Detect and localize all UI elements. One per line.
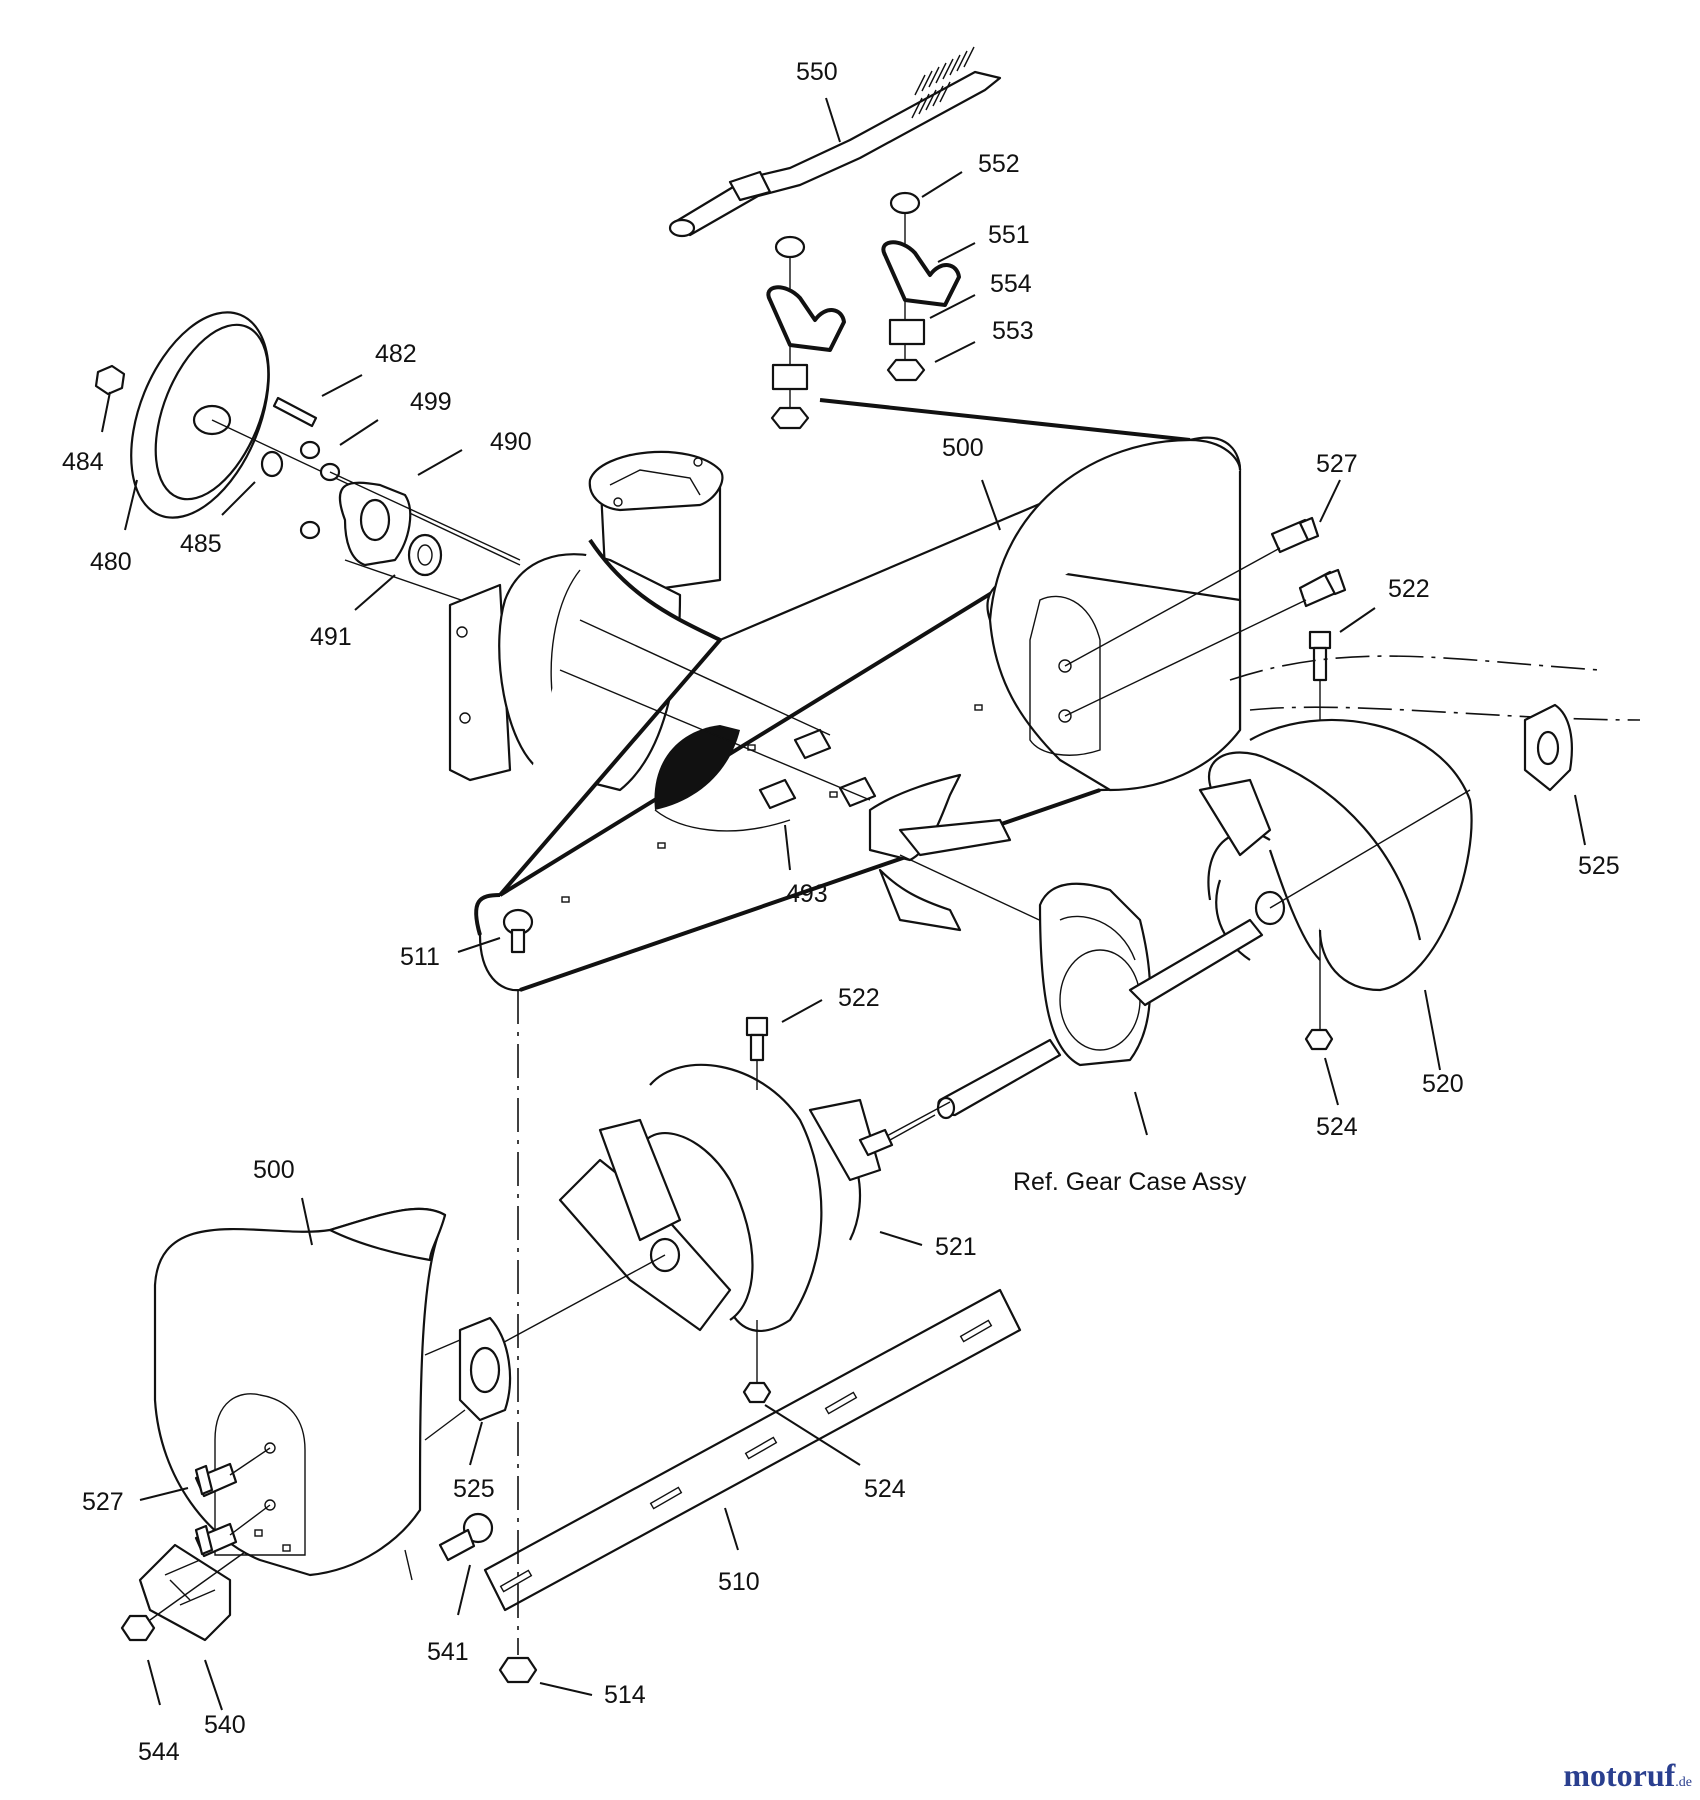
gear-case	[936, 882, 1264, 1120]
label-552: 552	[978, 150, 1020, 178]
label-510: 510	[718, 1568, 760, 1596]
label-525-left: 525	[453, 1475, 495, 1503]
bolt-522-mid	[745, 1016, 769, 1062]
impeller	[868, 773, 1012, 932]
leader-lines	[101, 97, 1586, 1711]
label-520: 520	[1422, 1070, 1464, 1098]
callout-labels: 550 552 551 554 553 482 499 490 484 480 …	[62, 58, 1620, 1766]
bolts-527-bottom	[194, 1462, 238, 1558]
label-511: 511	[400, 943, 440, 971]
label-524-bottom: 524	[864, 1475, 906, 1503]
skid-shoe-540	[138, 1543, 232, 1642]
label-554: 554	[990, 270, 1032, 298]
shaft-550	[668, 46, 1002, 238]
label-491: 491	[310, 623, 352, 651]
bolt-522-top	[1308, 630, 1332, 682]
label-ref-gear-case: Ref. Gear Case Assy	[1013, 1168, 1247, 1196]
label-522-top: 522	[1388, 575, 1430, 603]
pulley-480	[94, 311, 284, 519]
key-482	[272, 396, 318, 428]
carriage-bolt-541	[438, 1512, 494, 1562]
label-482: 482	[375, 340, 417, 368]
label-524-right: 524	[1316, 1113, 1358, 1141]
label-499: 499	[410, 388, 452, 416]
label-525-right: 525	[1578, 852, 1620, 880]
watermark-brand: motoruf	[1563, 1757, 1676, 1793]
watermark-logo: motoruf.de	[1563, 1757, 1692, 1794]
bearing-plate-525-left	[458, 1316, 512, 1422]
auger-housing	[448, 398, 1242, 992]
label-485: 485	[180, 530, 222, 558]
label-550: 550	[796, 58, 838, 86]
label-544: 544	[138, 1738, 180, 1766]
watermark-suffix: .de	[1675, 1775, 1692, 1790]
label-553: 553	[992, 317, 1034, 345]
label-540: 540	[204, 1711, 246, 1739]
auger-520	[1198, 718, 1473, 992]
label-514: 514	[604, 1681, 646, 1709]
bearing-plate-525-right	[1523, 703, 1573, 792]
label-521: 521	[935, 1233, 977, 1261]
bolts-493	[758, 728, 877, 810]
clip-assembly-left	[766, 235, 846, 430]
clip-assembly-right	[881, 191, 961, 382]
label-500-bottom: 500	[253, 1156, 295, 1184]
label-527-bottom: 527	[82, 1488, 124, 1516]
bracket-490	[299, 440, 443, 577]
label-490: 490	[490, 428, 532, 456]
scraper-bar-510	[483, 1288, 1022, 1612]
bolts-527-top	[1270, 516, 1347, 608]
label-522-mid: 522	[838, 984, 880, 1012]
label-551: 551	[988, 221, 1030, 249]
carriage-bolt-511	[502, 908, 534, 954]
label-500-top: 500	[942, 434, 984, 462]
label-493: 493	[786, 880, 828, 908]
label-527-top: 527	[1316, 450, 1358, 478]
label-480: 480	[90, 548, 132, 576]
end-housing-500-bottom	[153, 1207, 447, 1577]
label-484: 484	[62, 448, 104, 476]
label-541: 541	[427, 1638, 469, 1666]
auger-521	[558, 1063, 894, 1332]
